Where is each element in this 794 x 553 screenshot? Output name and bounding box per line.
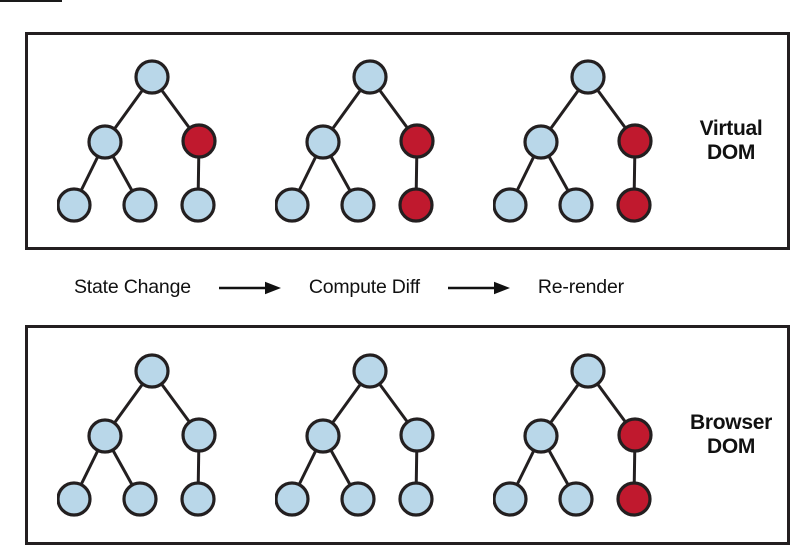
page-crop-artifact-line xyxy=(0,0,62,2)
tree-node-red xyxy=(398,187,434,223)
tree-node-blue xyxy=(305,418,341,454)
right-arrow-icon xyxy=(447,281,510,294)
tree-node-blue xyxy=(87,418,123,454)
tree-node-blue xyxy=(493,481,528,517)
tree-node-blue xyxy=(523,124,559,160)
virtual-dom-panel: Virtual DOM xyxy=(25,32,790,250)
tree-node-blue xyxy=(134,353,170,389)
tree-node-blue xyxy=(570,353,606,389)
tree-node-red xyxy=(616,481,652,517)
tree-node-blue xyxy=(493,187,528,223)
dom-tree xyxy=(493,59,653,223)
step-re-render: Re-render xyxy=(537,276,624,298)
tree-node-blue xyxy=(181,417,217,453)
tree-node-red xyxy=(616,187,652,223)
browser-dom-label: Browser DOM xyxy=(690,411,772,458)
tree-node-blue xyxy=(340,187,376,223)
process-steps-row: State Change Compute Diff Re-render xyxy=(25,250,790,325)
browser-dom-trees xyxy=(57,351,653,519)
step-state-change: State Change xyxy=(74,276,191,298)
tree-node-red xyxy=(617,123,653,159)
tree-node-blue xyxy=(57,187,92,223)
dom-tree xyxy=(57,353,217,517)
browser-dom-panel: Browser DOM xyxy=(25,325,790,545)
tree-node-blue xyxy=(305,124,341,160)
tree-node-blue xyxy=(558,187,594,223)
dom-tree xyxy=(493,353,653,517)
tree-node-blue xyxy=(340,481,376,517)
tree-node-red xyxy=(181,123,217,159)
tree-node-blue xyxy=(122,187,158,223)
dom-tree xyxy=(57,59,217,223)
virtual-dom-label: Virtual DOM xyxy=(699,117,763,164)
tree-node-blue xyxy=(398,481,434,517)
step-compute-diff: Compute Diff xyxy=(308,276,420,298)
tree-node-blue xyxy=(558,481,594,517)
tree-node-blue xyxy=(134,59,170,95)
dom-tree xyxy=(275,353,435,517)
virtual-dom-diagram: Virtual DOM State Change Compute Diff Re… xyxy=(25,32,790,545)
dom-tree xyxy=(275,59,435,223)
tree-node-red xyxy=(399,123,435,159)
tree-node-blue xyxy=(352,59,388,95)
virtual-dom-trees xyxy=(57,57,653,225)
tree-node-blue xyxy=(87,124,123,160)
tree-node-blue xyxy=(399,417,435,453)
tree-node-blue xyxy=(523,418,559,454)
right-arrow-icon xyxy=(218,281,281,294)
tree-node-blue xyxy=(275,481,310,517)
tree-node-blue xyxy=(275,187,310,223)
tree-node-blue xyxy=(352,353,388,389)
tree-node-red xyxy=(617,417,653,453)
tree-node-blue xyxy=(122,481,158,517)
tree-node-blue xyxy=(570,59,606,95)
tree-node-blue xyxy=(57,481,92,517)
tree-node-blue xyxy=(180,187,216,223)
tree-node-blue xyxy=(180,481,216,517)
